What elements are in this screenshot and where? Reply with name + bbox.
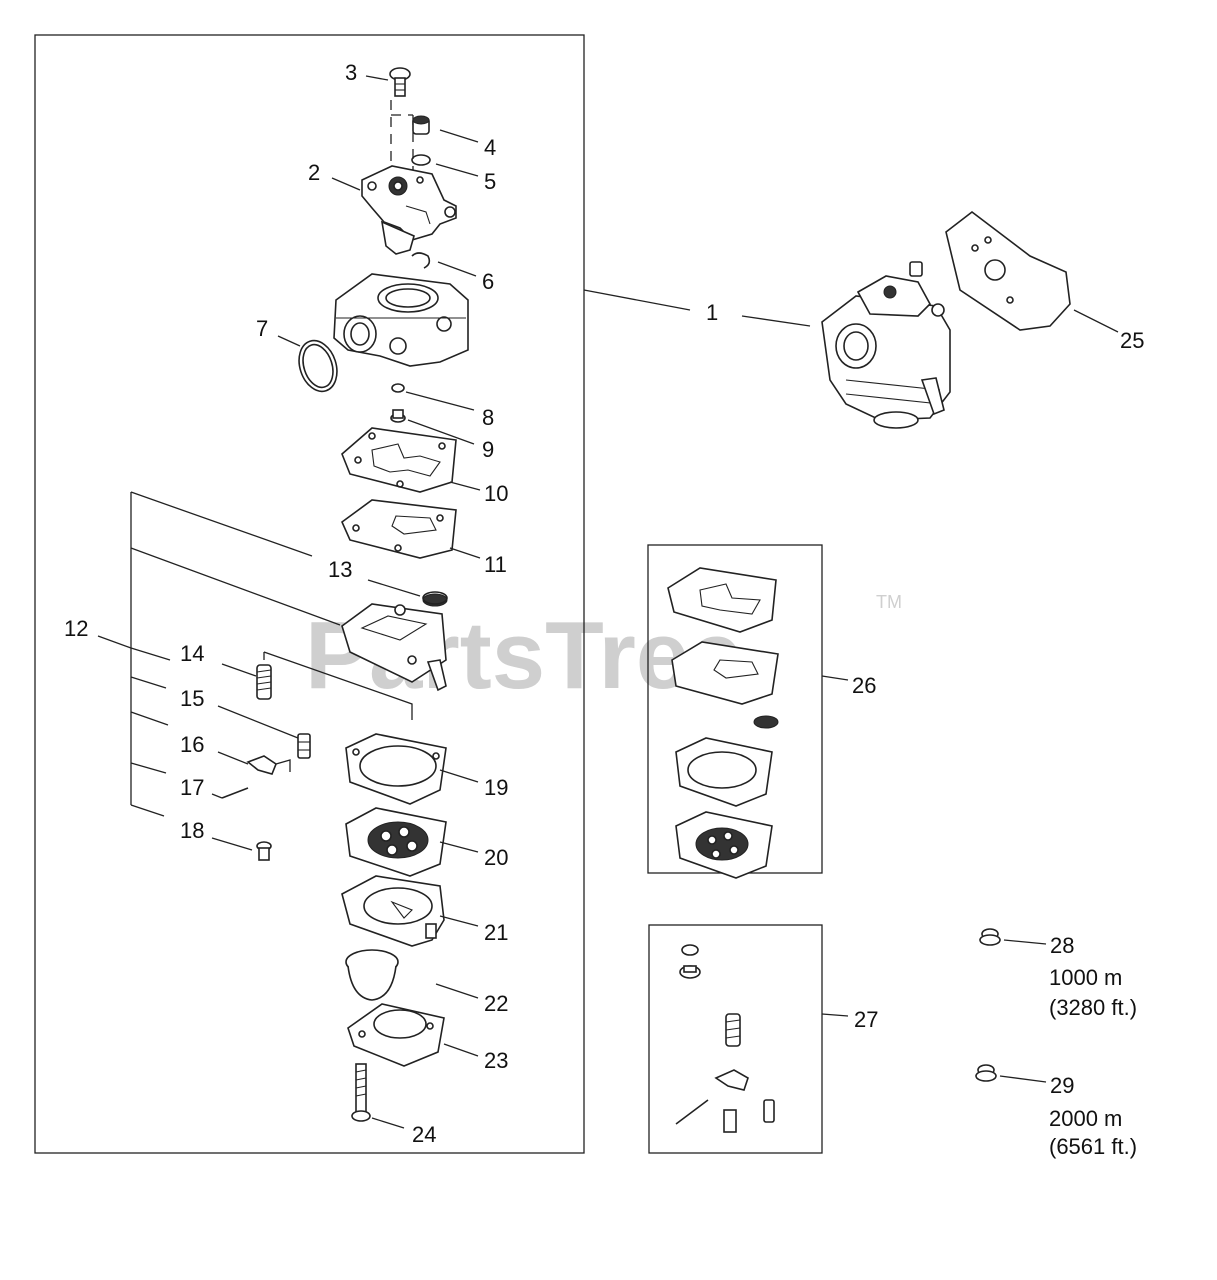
part-6-clip	[411, 252, 431, 269]
part-9-valve	[390, 409, 406, 423]
part-18-screw	[256, 841, 272, 861]
part-28-jet	[979, 928, 1001, 946]
callout-6: 6	[482, 269, 494, 294]
callout-26: 26	[852, 673, 876, 698]
callout-28: 28	[1050, 933, 1074, 958]
part-28-altitude-ft: (3280 ft.)	[1049, 995, 1137, 1020]
part-22-primer-bulb	[345, 949, 399, 1001]
callout-11: 11	[484, 552, 507, 577]
callout-24: 24	[412, 1122, 436, 1147]
part-29-altitude: 2000 m	[1049, 1106, 1122, 1131]
callout-14: 14	[180, 641, 204, 666]
callout-20: 20	[484, 845, 508, 870]
callout-labels: 1 2 3 4 5 6 7 8 9 10 11 12 13 14 15 16 1…	[64, 60, 1144, 1147]
callout-18: 18	[180, 818, 204, 843]
part-8-seal	[391, 383, 405, 393]
callout-16: 16	[180, 732, 204, 757]
exploded-view-frame	[34, 34, 585, 1154]
callout-25: 25	[1120, 328, 1144, 353]
callout-2: 2	[308, 160, 320, 185]
callout-9: 9	[482, 437, 494, 462]
guide-line-spring-path	[263, 651, 413, 720]
part-25-insulator	[945, 210, 1071, 331]
callout-8: 8	[482, 405, 494, 430]
bracket-12	[130, 491, 341, 817]
part-16-lever	[246, 755, 291, 775]
part-20-diaphragm	[345, 807, 447, 877]
part-2-top-body	[361, 165, 457, 255]
callout-23: 23	[484, 1048, 508, 1073]
part-23-retainer	[347, 1003, 445, 1067]
kit-27-contents	[675, 944, 775, 1133]
callout-19: 19	[484, 775, 508, 800]
callout-12: 12	[64, 616, 88, 641]
part-17-pin	[221, 787, 249, 799]
part-1-carburetor-assembly	[821, 261, 951, 429]
repair-kit-frame	[648, 924, 823, 1154]
part-28-altitude: 1000 m	[1049, 965, 1122, 990]
part-21-cover	[341, 875, 445, 947]
part-5-washer	[411, 154, 431, 166]
callout-1: 1	[706, 300, 718, 325]
leader-lines	[97, 75, 1119, 1129]
part-3-screw	[389, 67, 411, 97]
callout-17: 17	[180, 775, 204, 800]
part-29-altitude-ft: (6561 ft.)	[1049, 1134, 1137, 1159]
part-15-needle	[297, 733, 311, 759]
callout-21: 21	[484, 920, 508, 945]
kit-26-contents	[667, 567, 779, 879]
callout-15: 15	[180, 686, 204, 711]
callout-7: 7	[256, 316, 268, 341]
part-14-spring	[256, 664, 272, 700]
callout-4: 4	[484, 135, 496, 160]
altitude-notes: 1000 m (3280 ft.) 2000 m (6561 ft.)	[1049, 965, 1137, 1159]
part-7-o-ring	[298, 339, 338, 393]
callout-5: 5	[484, 169, 496, 194]
callout-13: 13	[328, 557, 352, 582]
part-19-gasket	[345, 733, 447, 805]
part-13-screen	[422, 591, 448, 607]
callout-10: 10	[484, 481, 508, 506]
part-4-adjust-screw	[412, 115, 430, 135]
watermark-trademark: TM	[876, 592, 902, 612]
part-24-screw	[351, 1063, 371, 1122]
part-29-jet	[975, 1064, 997, 1082]
pump-body	[341, 603, 447, 692]
callout-3: 3	[345, 60, 357, 85]
callout-27: 27	[854, 1007, 878, 1032]
callout-22: 22	[484, 991, 508, 1016]
callout-29: 29	[1050, 1073, 1074, 1098]
part-11-diaphragm	[341, 499, 457, 559]
part-10-gasket	[341, 427, 457, 493]
carburetor-body	[333, 273, 469, 367]
